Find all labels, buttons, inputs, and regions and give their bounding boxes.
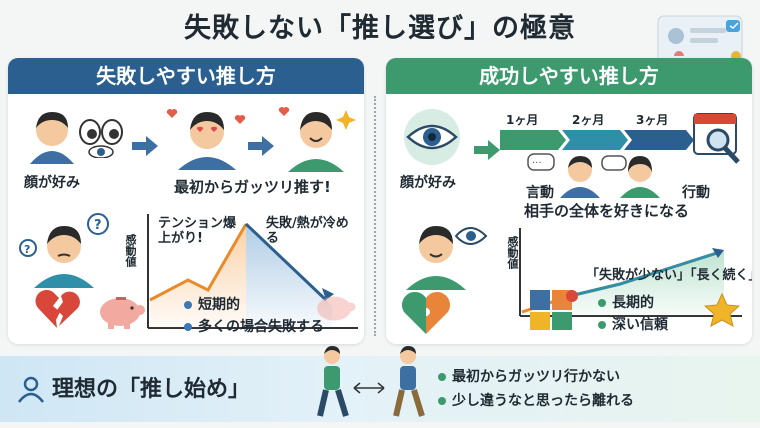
bullet-dot	[438, 373, 446, 381]
success-panel: 成功しやすい推し方 顔が好み 1ヶ月 2ヶ月 3ヶ月 ···	[386, 58, 752, 344]
success-bullet-long-term: 長期的	[598, 292, 654, 312]
user-icon	[16, 374, 46, 408]
arrow-right-icon	[248, 136, 274, 160]
fail-bullet-mostly-fail: 多くの場合失敗する	[184, 316, 324, 336]
success-face-caption: 顔が好み	[400, 175, 456, 191]
calendar-magnifier-icon	[692, 108, 746, 170]
eye-icon	[400, 108, 464, 170]
fail-bullet-short-term: 短期的	[184, 294, 240, 314]
love-whole-person-caption: 相手の全体を好きになる	[524, 202, 690, 220]
ideal-bullet-text: 最初からガッツリ行かない	[452, 369, 620, 385]
word-action: 行動	[682, 185, 710, 201]
timeline-month-1: 1ヶ月	[506, 113, 539, 127]
excited-person-icon	[276, 102, 356, 176]
ideal-start-section: 理想の「推し始め」 最初からガッツリ行かない 少し違うなと思ったら離れる	[0, 346, 760, 422]
fail-rush-caption: 最初からガッツリ推す!	[174, 178, 331, 196]
timeline-bar	[500, 128, 696, 156]
distance-arrow-icon	[352, 380, 386, 399]
timeline-month-3: 3ヶ月	[636, 113, 669, 127]
puzzle-heart-icon	[398, 288, 454, 340]
star-icon	[703, 292, 741, 332]
fail-bullet-text: 多くの場合失敗する	[198, 319, 324, 335]
social-card-decoration	[650, 12, 750, 70]
bullet-dot	[184, 323, 192, 331]
success-bullet-text: 長期的	[612, 295, 654, 311]
fail-face-caption: 顔が好み	[24, 175, 80, 191]
success-bullet-text: 深い信頼	[612, 317, 668, 333]
success-chart-note: 「失敗が少ない」「長く続く」	[586, 268, 752, 283]
ideal-start-label: 理想の「推し始め」	[52, 377, 251, 402]
fail-emotion-chart	[126, 210, 362, 336]
faded-piggy-bank-icon	[312, 288, 358, 328]
bullet-dot	[438, 397, 446, 405]
bullet-dot	[598, 299, 606, 307]
smiling-person-icon	[396, 214, 492, 294]
svg-text:?: ?	[94, 218, 102, 233]
bullet-dot	[184, 301, 192, 309]
fail-bullet-text: 短期的	[198, 297, 240, 313]
walking-person-icon	[386, 346, 430, 424]
person-face-icon	[22, 106, 82, 170]
svg-text:···: ···	[532, 158, 542, 169]
word-speech: 言動	[526, 185, 554, 201]
ideal-bullet-text: 少し違うなと思ったら離れる	[452, 393, 634, 409]
bullet-dot	[598, 321, 606, 329]
broken-heart-icon	[34, 288, 80, 334]
ideal-bullet-leave-if-different: 少し違うなと思ったら離れる	[438, 390, 634, 410]
puzzle-pieces-icon	[528, 288, 580, 336]
page-title: 失敗しない「推し選び」の極意	[184, 13, 576, 44]
success-bullet-deep-trust: 深い信頼	[598, 314, 668, 334]
eyes-icon	[76, 118, 126, 162]
note-tension-up: テンション爆上がり!	[158, 216, 237, 246]
ideal-bullet-dont-rush: 最初からガッツリ行かない	[438, 366, 620, 386]
heart-eyes-person-icon	[166, 104, 248, 174]
fail-panel: 失敗しやすい推し方 顔が好み	[8, 58, 364, 344]
timeline-month-2: 2ヶ月	[572, 113, 605, 127]
fail-panel-header: 失敗しやすい推し方	[8, 58, 364, 94]
piggy-bank-icon	[94, 288, 148, 334]
success-chart-ylabel: 感動値	[506, 236, 519, 269]
arrow-right-icon	[474, 140, 500, 164]
note-cooling-down: 失敗/熱が冷める	[266, 216, 349, 246]
fail-chart-ylabel: 感動値	[124, 234, 137, 267]
panel-divider	[374, 96, 376, 336]
confused-person-icon: ? ?	[18, 212, 114, 292]
success-panel-header: 成功しやすい推し方	[386, 58, 752, 94]
talking-people-icon: ···	[526, 152, 676, 202]
svg-text:?: ?	[24, 243, 30, 256]
arrow-right-icon	[132, 136, 158, 160]
walking-person-icon	[310, 346, 354, 424]
